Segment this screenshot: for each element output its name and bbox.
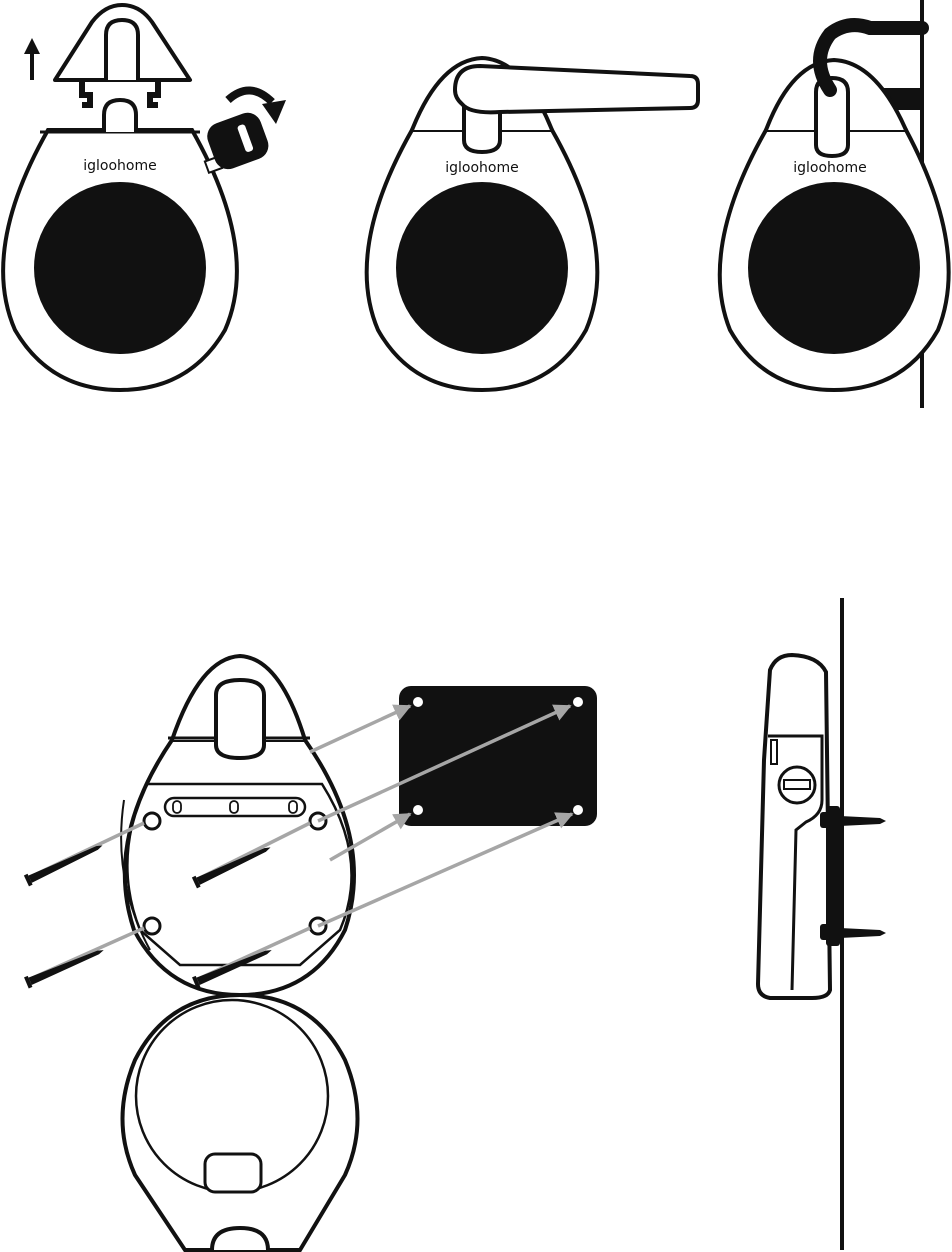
- panel-door-handle: igloohome: [367, 58, 698, 390]
- brand-label: igloohome: [793, 160, 867, 176]
- panel-wall-mount: [24, 656, 597, 1250]
- panel-pipe-hook: igloohome: [720, 0, 949, 408]
- lock-back-cover: [123, 995, 358, 1250]
- panel-side-view: [758, 598, 886, 1250]
- brand-label: igloohome: [445, 160, 519, 176]
- lock-back-body: [121, 656, 354, 995]
- door-handle: [455, 66, 698, 112]
- lock-body: igloohome: [3, 100, 237, 390]
- brand-label: igloohome: [83, 158, 157, 174]
- panel-shackle-removal: igloohome: [3, 5, 286, 390]
- key-icon: [194, 109, 272, 177]
- screw-hole: [144, 813, 160, 829]
- screw-hole: [144, 918, 160, 934]
- up-arrow-icon: [24, 38, 40, 80]
- shackle-cap: [55, 5, 190, 105]
- keypad-circle: [34, 182, 206, 354]
